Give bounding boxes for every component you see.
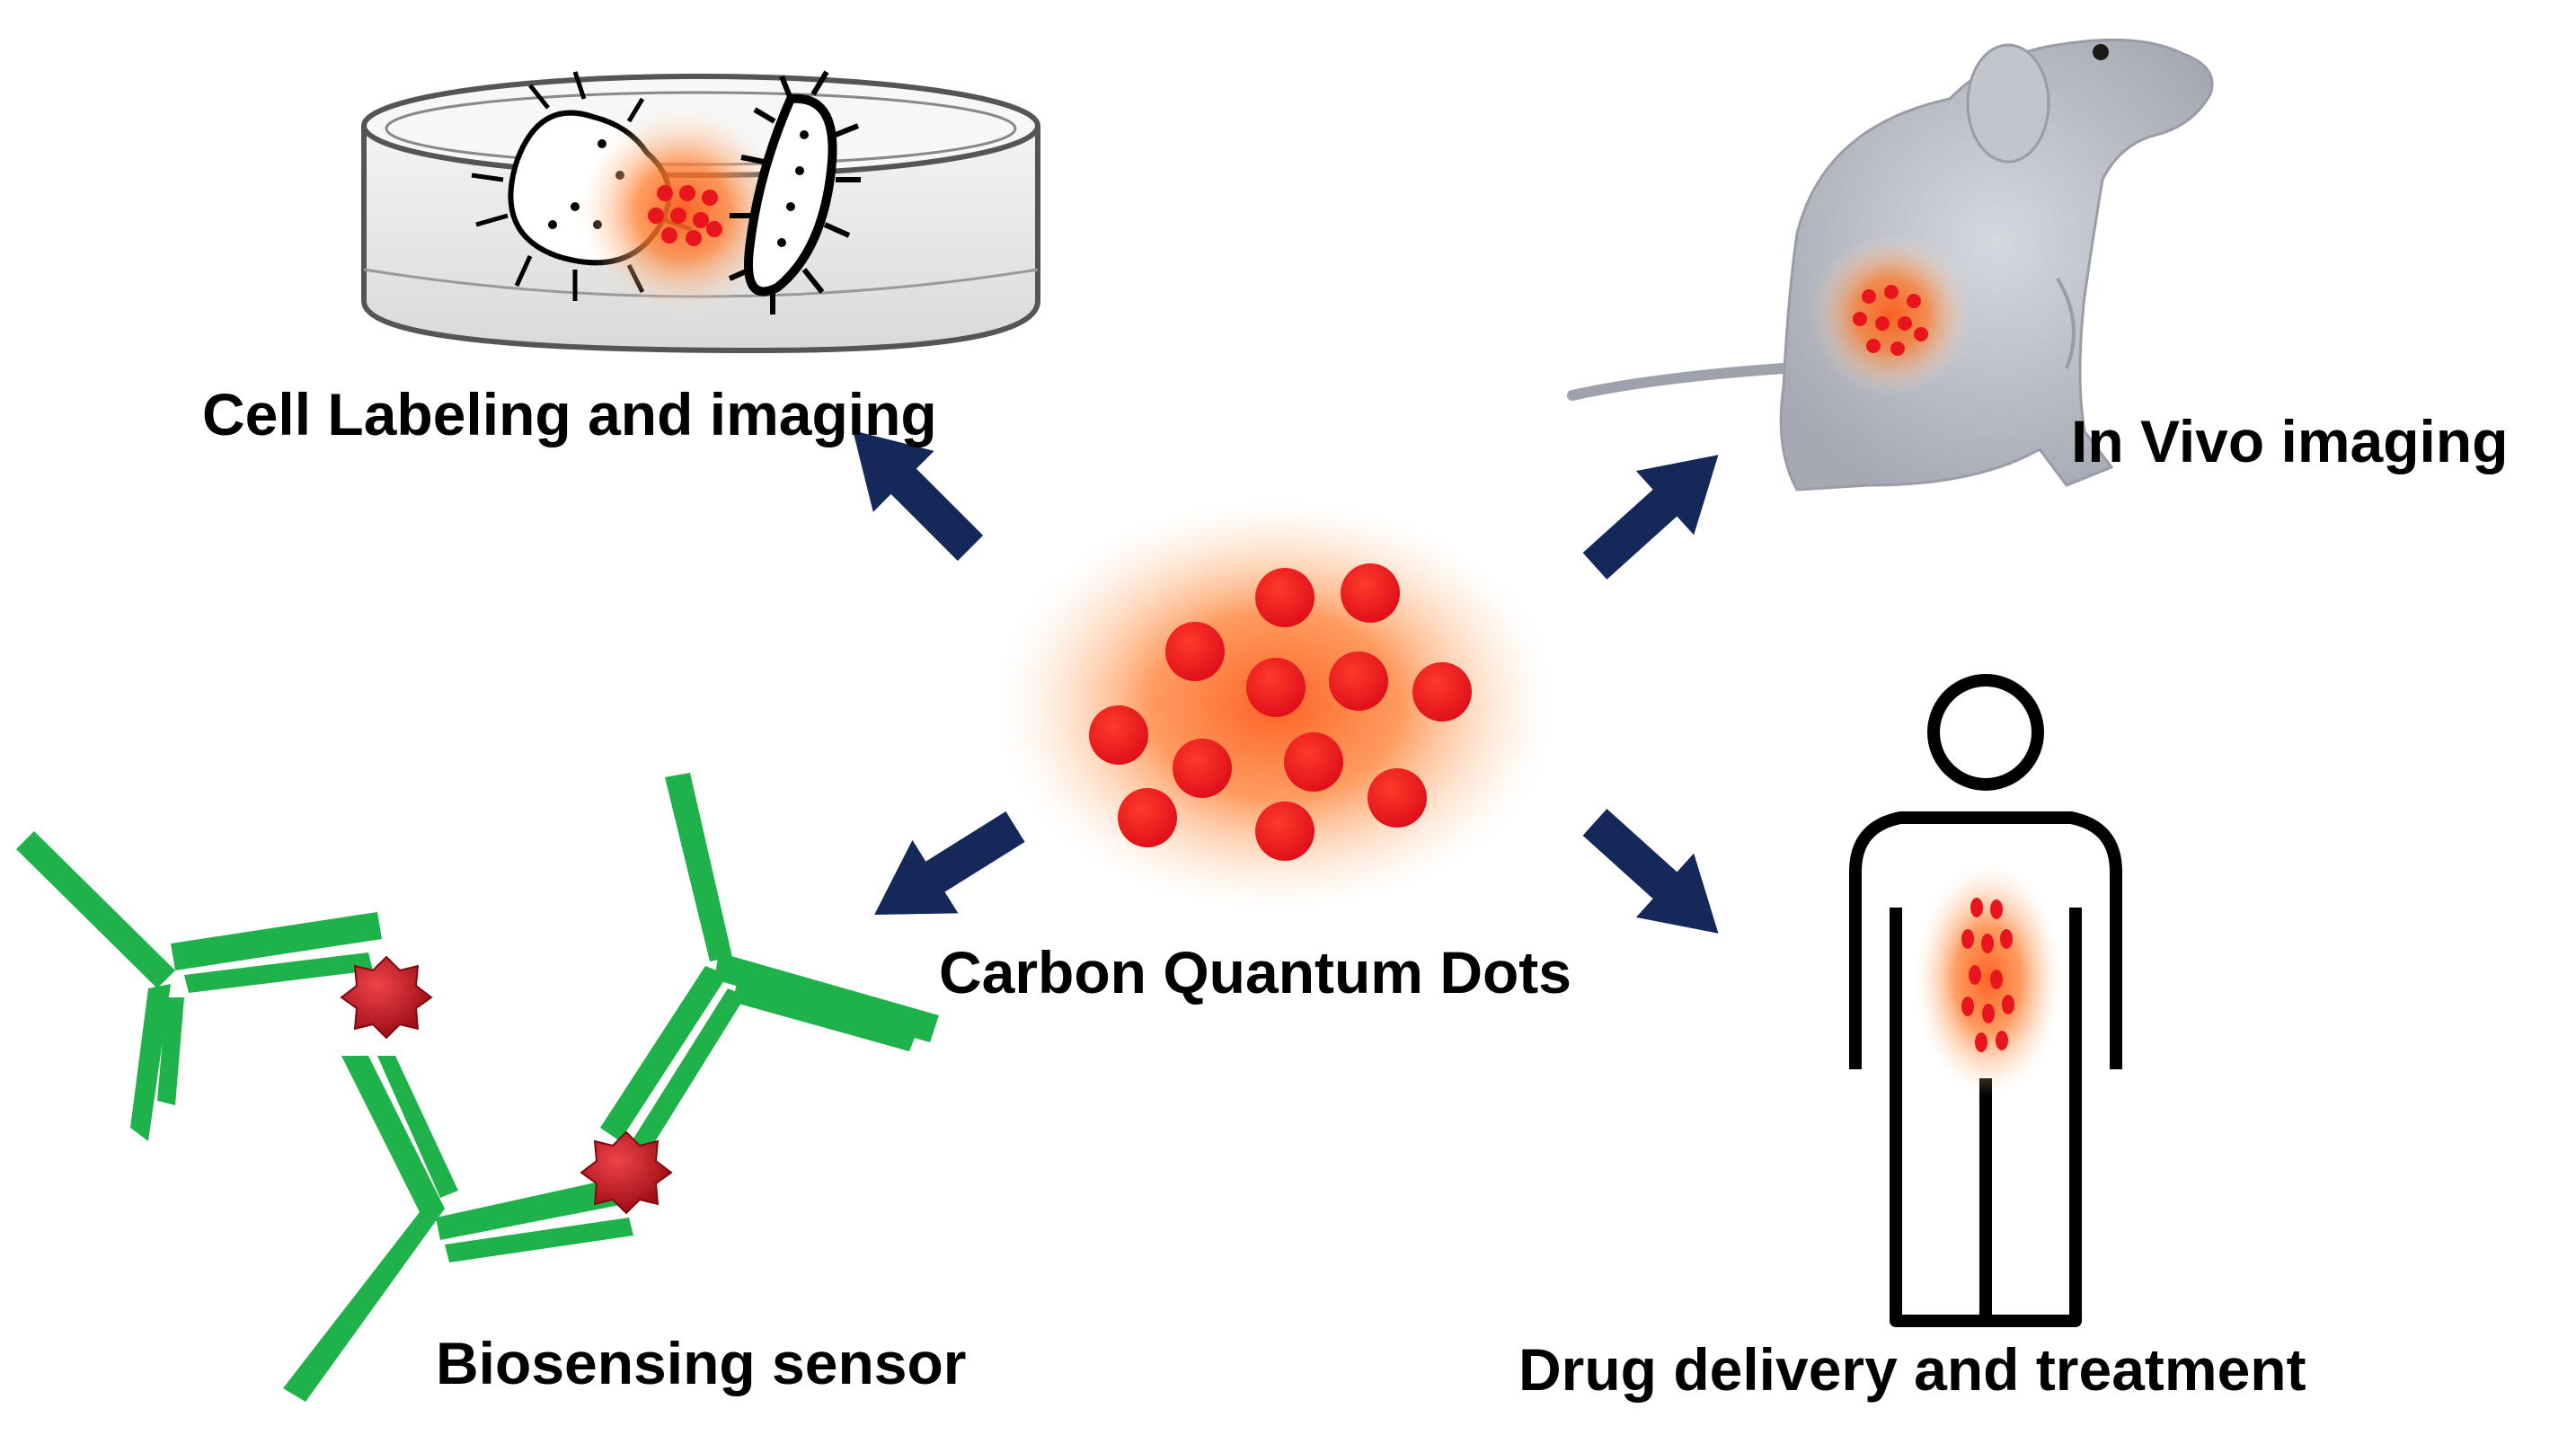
antigen-markers xyxy=(340,955,673,1215)
label-drug-delivery: Drug delivery and treatment xyxy=(1518,1336,2306,1403)
antibody-illustration xyxy=(16,773,939,1402)
antigen-icon xyxy=(340,955,433,1040)
arrow-to-cell-labeling xyxy=(853,430,984,562)
body-glow xyxy=(1915,863,2062,1096)
label-biosensing: Biosensing sensor xyxy=(436,1330,967,1396)
label-carbon-quantum-dots: Carbon Quantum Dots xyxy=(939,939,1571,1005)
mouse-glow xyxy=(1810,234,1972,395)
petri-dish-illustration xyxy=(361,70,1040,354)
body-dots xyxy=(1961,898,2014,1052)
mouse-eye xyxy=(2093,44,2109,60)
label-in-vivo: In Vivo imaging xyxy=(2071,408,2509,474)
arrow-to-drug-delivery xyxy=(1582,809,1719,934)
antigen-icon xyxy=(580,1130,673,1215)
antibody-icon xyxy=(16,831,382,1141)
antibody-icon xyxy=(283,1056,633,1402)
head-icon xyxy=(1927,674,2044,791)
carbon-quantum-dots-cluster xyxy=(997,499,1554,912)
mouse-illustration xyxy=(1567,38,2214,492)
antibody-icon xyxy=(600,773,939,1155)
arrows xyxy=(853,430,1719,934)
human-illustration xyxy=(1849,674,2122,1327)
arrow-to-biosensing xyxy=(874,811,1025,916)
arrow-to-in-vivo xyxy=(1582,455,1719,580)
dish-dots xyxy=(648,185,722,246)
rod-bacterium-icon xyxy=(728,70,861,314)
label-cell-labeling: Cell Labeling and imaging xyxy=(202,381,937,447)
mouse-dots xyxy=(1853,285,1928,356)
